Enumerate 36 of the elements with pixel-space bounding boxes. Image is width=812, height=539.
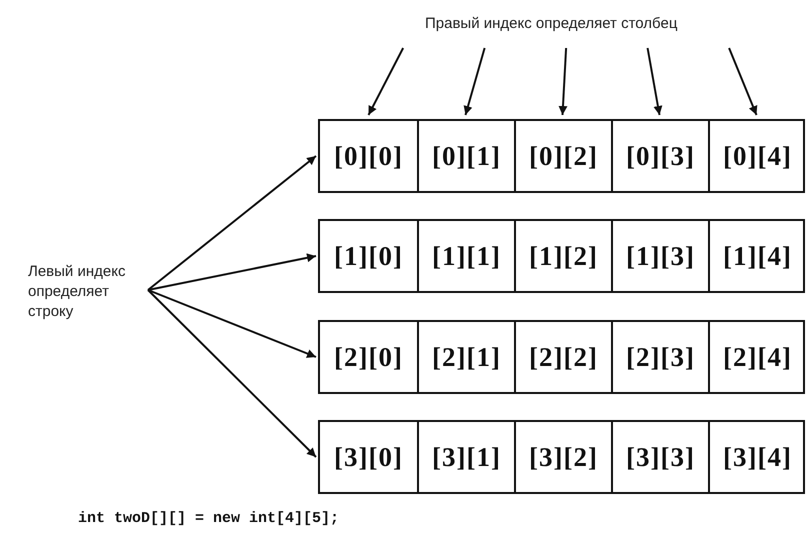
index-pair: [2][1] <box>432 342 501 372</box>
index-pair: [1][1] <box>432 240 501 272</box>
arrow <box>148 289 316 358</box>
index-pair: [3][1] <box>432 442 501 472</box>
index-pair: [0][3] <box>626 140 695 172</box>
array-row <box>318 219 805 293</box>
arrow <box>558 48 568 116</box>
array-row <box>318 420 805 494</box>
index-pair: [2][4] <box>723 342 792 372</box>
index-pair: [3][4] <box>723 442 792 472</box>
array-row <box>318 320 805 394</box>
index-pair: [1][3] <box>626 240 695 272</box>
index-pair: [0][0] <box>334 140 403 172</box>
arrow <box>368 48 404 116</box>
arrow <box>646 48 662 116</box>
index-pair: [3][2] <box>529 442 598 472</box>
arrow <box>148 253 316 291</box>
annotation-text: Правый индекс определяет столбец <box>425 14 745 34</box>
index-pair: [0][4] <box>723 140 792 172</box>
annotation-text: Левый индекс определяет строку <box>28 262 148 322</box>
index-pair: [0][1] <box>432 140 501 172</box>
index-pair: [0][2] <box>529 140 598 172</box>
arrow <box>464 48 486 116</box>
arrow <box>728 48 758 116</box>
index-pair: [2][0] <box>334 342 403 372</box>
index-pair: [1][0] <box>334 240 403 272</box>
index-pair: [1][2] <box>529 240 598 272</box>
index-pair: [2][3] <box>626 342 695 372</box>
index-pair: [2][2] <box>529 342 598 372</box>
arrow <box>147 155 317 291</box>
array-row <box>318 119 805 193</box>
index-pair: [1][4] <box>723 240 792 272</box>
arrow <box>147 289 317 458</box>
code-line: int twoD[][] = new int[4][5]; <box>78 510 340 527</box>
index-pair: [3][3] <box>626 442 695 472</box>
index-pair: [3][0] <box>334 442 403 472</box>
